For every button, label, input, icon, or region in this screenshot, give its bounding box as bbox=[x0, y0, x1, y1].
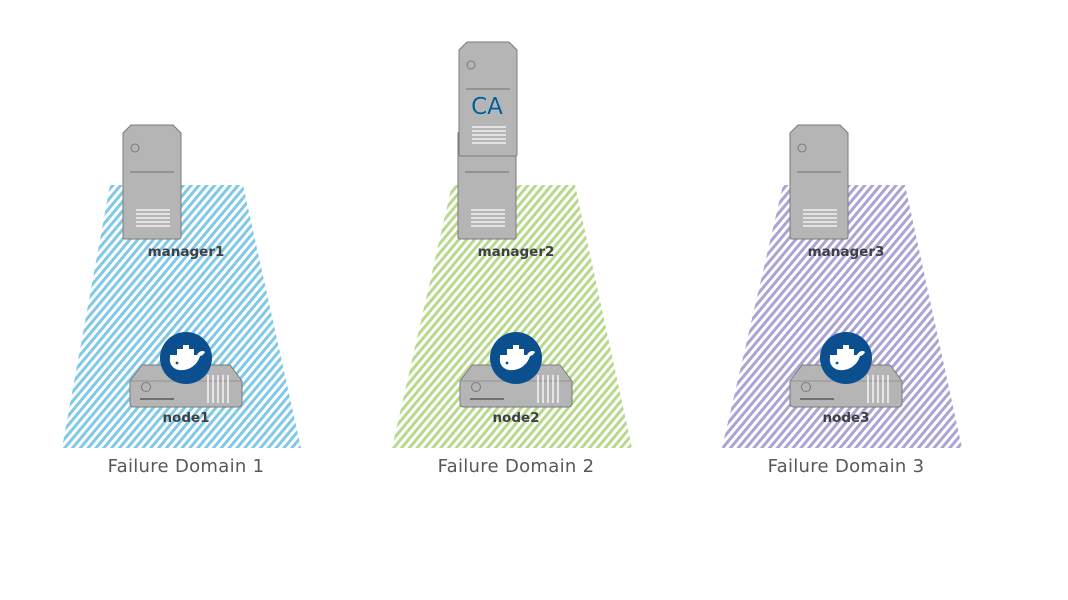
failure-domain-label: Failure Domain 2 bbox=[438, 456, 595, 477]
node-label: node2 bbox=[492, 410, 539, 426]
failure-domain-label: Failure Domain 1 bbox=[108, 456, 265, 477]
manager-label: manager3 bbox=[808, 244, 885, 260]
manager-server-icon bbox=[122, 124, 182, 240]
failure-domain-label: Failure Domain 3 bbox=[768, 456, 925, 477]
ca-label: CA bbox=[471, 94, 503, 120]
docker-whale-icon bbox=[490, 332, 542, 384]
manager-label: manager2 bbox=[478, 244, 555, 260]
ca-server-icon: CA bbox=[458, 41, 518, 157]
node-label: node3 bbox=[822, 410, 869, 426]
node-label: node1 bbox=[162, 410, 209, 426]
manager-label: manager1 bbox=[148, 244, 225, 260]
manager-server-icon bbox=[789, 124, 849, 240]
docker-whale-icon bbox=[160, 332, 212, 384]
docker-whale-icon bbox=[820, 332, 872, 384]
